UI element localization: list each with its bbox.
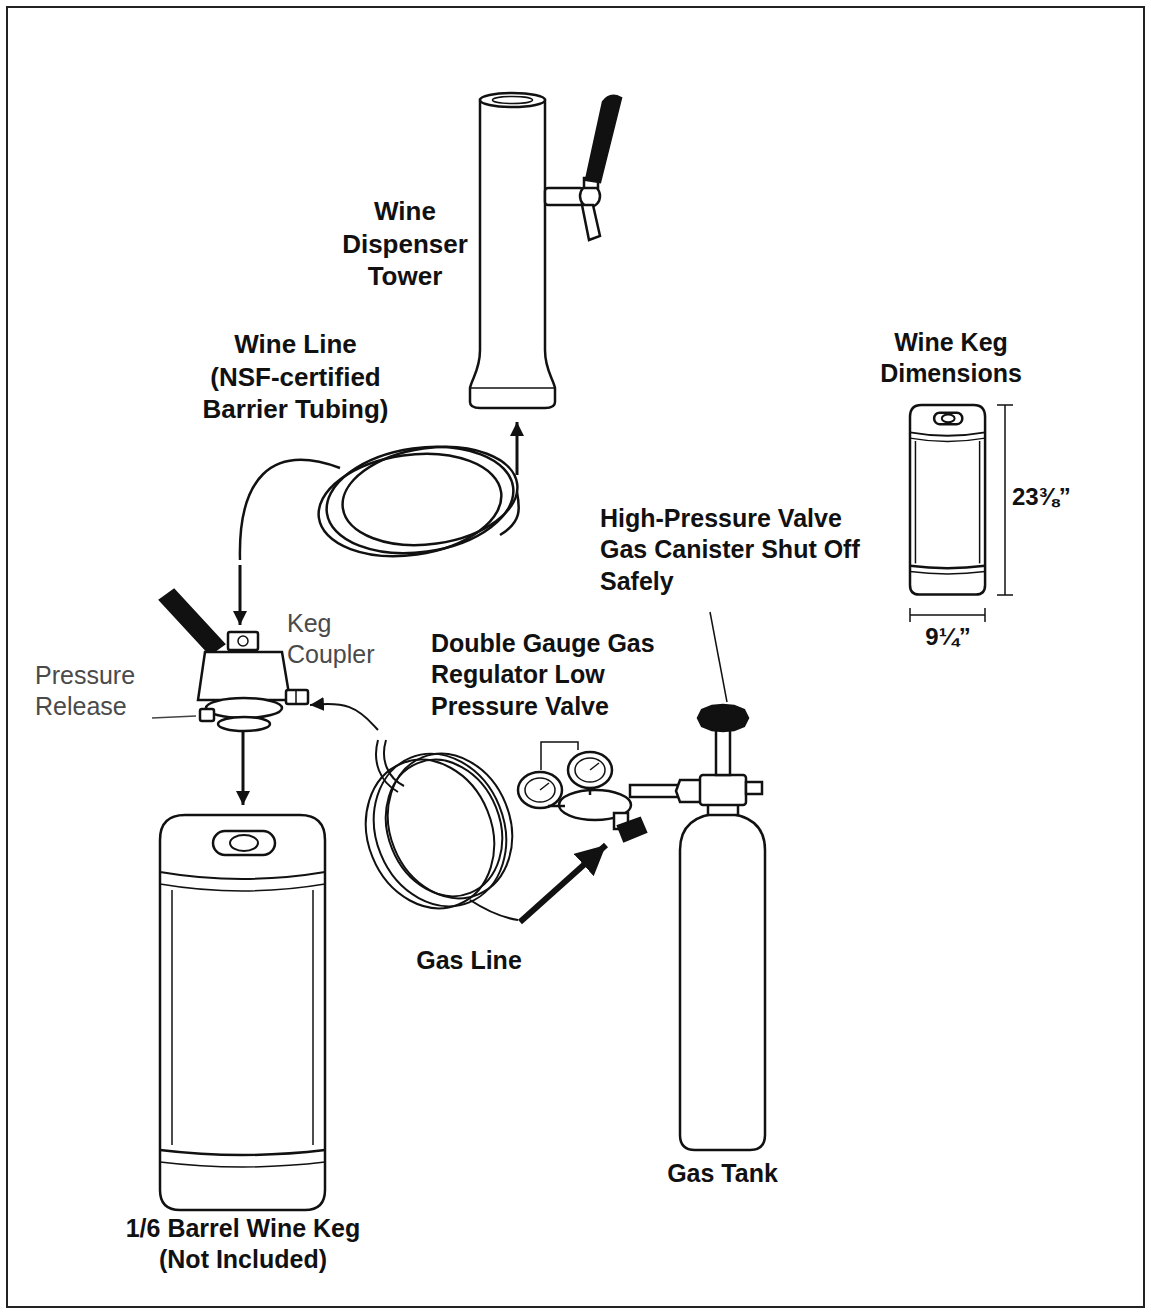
flow-arrow [239,565,242,625]
coupler-part: Keg Coupler [195,625,310,730]
leader-line [710,612,727,702]
flow-arrow [242,730,245,805]
gas-line-part: Gas Line [365,730,520,930]
wine-line-part: Wine Line (NSF-certified Barrier Tubing) [230,475,525,565]
keg-drawing [160,815,325,1210]
tank-drawing [680,705,765,1150]
regulator-drawing [518,752,704,841]
part-label: Pressure Release [35,660,163,723]
tower-part: Wine Dispenser Tower [470,95,555,422]
tower-drawing [470,93,621,408]
dimension-value: 9¼” [898,622,998,652]
wine-tubing [240,435,524,567]
dimension-heading: Wine Keg Dimensions [862,327,1040,390]
part-name: Double Gauge Gas Regulator Low Pressure … [431,628,703,722]
flow-arrow [520,845,606,922]
coupler-drawing [160,590,308,731]
leader-line [152,716,196,718]
gas-tubing [344,734,533,928]
part-name: Keg Coupler [287,608,399,671]
dimension-lines [910,405,1013,622]
small-keg-drawing [910,405,985,595]
regulator-part: Double Gauge Gas Regulator Low Pressure … [520,750,690,845]
part-name: Gas Tank [640,1158,805,1189]
part-name: Wine Dispenser Tower [335,195,475,293]
frame-border [7,7,1144,1307]
keg-part: 1/6 Barrel Wine Keg (Not Included) [160,805,325,1210]
part-name: Wine Line (NSF-certified Barrier Tubing) [199,328,392,426]
bracket-line [541,742,578,770]
part-label: High-Pressure Valve Gas Canister Shut Of… [600,503,885,597]
dimension-value: 23⅜” [1012,482,1092,512]
tank-part: Gas Tank [675,700,770,1150]
flow-arrow [516,422,519,475]
part-name: Gas Line [399,945,539,976]
part-name: 1/6 Barrel Wine Keg (Not Included) [102,1213,384,1276]
flow-arrow [310,704,378,730]
